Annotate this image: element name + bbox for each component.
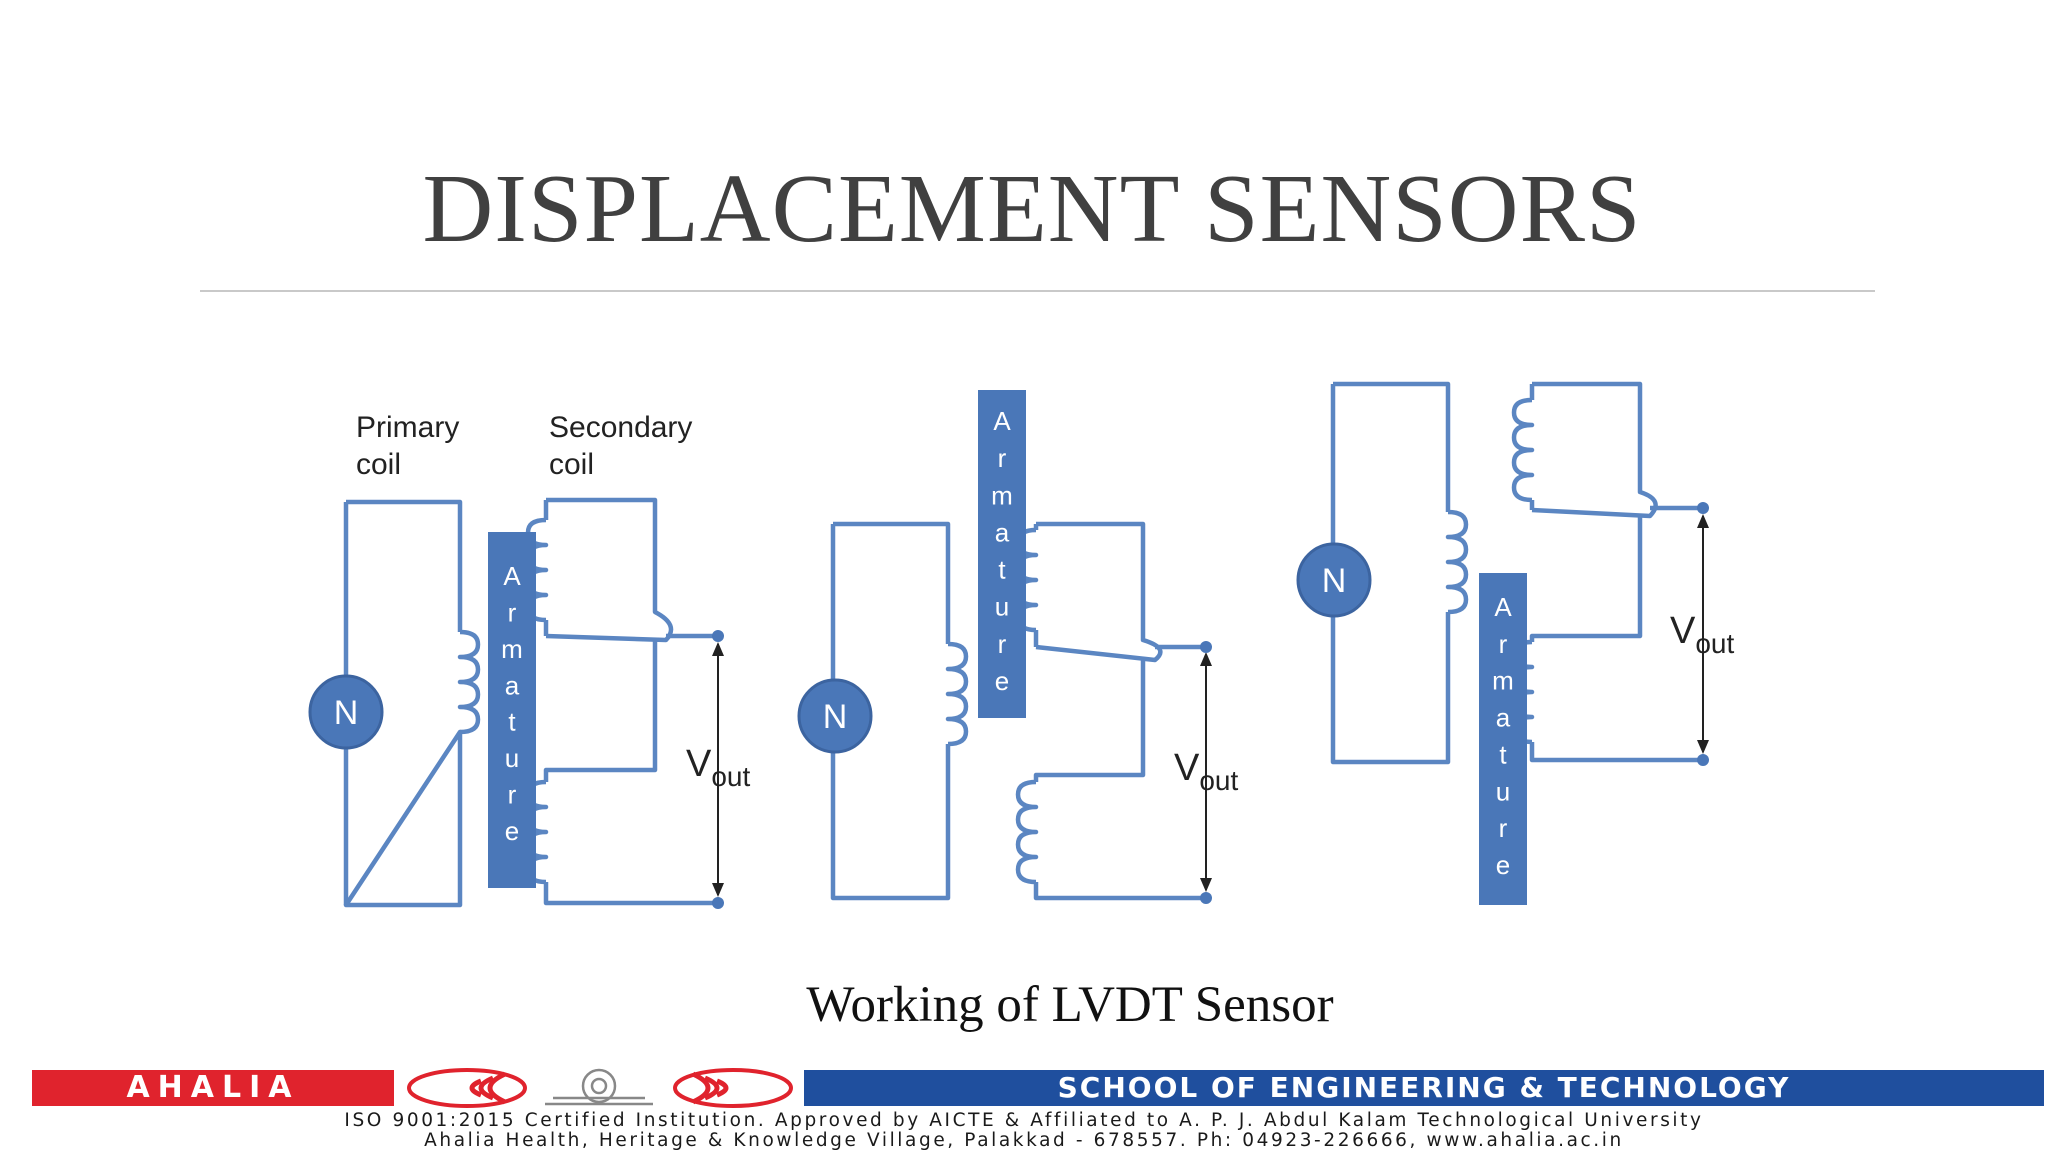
vout-label-2: V: [1174, 747, 1200, 789]
armature-letter: t: [508, 707, 516, 737]
footer-brand: AHALIA: [32, 1070, 394, 1106]
armature-letter: e: [995, 666, 1009, 696]
institution-logo-icon: [395, 1068, 793, 1108]
armature-letter: u: [995, 592, 1009, 622]
secondary-coil-label-1: Secondary: [549, 411, 692, 444]
armature-letter: t: [998, 555, 1006, 585]
slide-title: DISPLACEMENT SENSORS: [422, 155, 1642, 263]
armature-letter: a: [995, 517, 1010, 547]
armature-letter: m: [1492, 666, 1514, 696]
secondary-coil-label-2: coil: [549, 448, 594, 481]
ac-source-3: [1296, 542, 1372, 618]
source-label-1: N: [334, 694, 359, 732]
vout-label-1: V: [686, 743, 712, 785]
armature-letter: r: [998, 443, 1007, 473]
vout-sub-3: out: [1695, 628, 1734, 659]
ac-source-2: [797, 678, 873, 754]
lvdt-centered: [343, 497, 719, 908]
source-label-3: N: [1322, 562, 1347, 600]
figure-caption: Working of LVDT Sensor: [806, 977, 1334, 1033]
armature-letter: m: [501, 634, 523, 664]
footer-address: Ahalia Health, Heritage & Knowledge Vill…: [424, 1130, 1624, 1151]
primary-coil-label-1: Primary: [356, 411, 459, 444]
armature-letter: A: [993, 406, 1011, 436]
footer-school-name: SCHOOL OF ENGINEERING & TECHNOLOGY: [804, 1070, 2044, 1106]
source-label-2: N: [823, 698, 848, 736]
armature-3: [1479, 573, 1527, 905]
armature-1: [488, 532, 536, 888]
armature-letter: u: [1496, 776, 1510, 806]
armature-letter: r: [508, 597, 517, 627]
footer-banner: AHALIA SCHOOL OF ENGINEERING & TECHNOLOG…: [0, 1066, 2048, 1152]
footer-accreditation: ISO 9001:2015 Certified Institution. App…: [344, 1110, 1704, 1131]
armature-letter: m: [991, 480, 1013, 510]
armature-letter: A: [503, 561, 521, 591]
armature-letter: e: [1496, 850, 1510, 880]
lvdt-armature-up: [830, 521, 1207, 901]
armature-letter: A: [1494, 592, 1512, 622]
svg-text:Vout: Vout: [1670, 610, 1735, 659]
armature-letter: r: [998, 629, 1007, 659]
armature-letter: e: [505, 816, 519, 846]
armature-2: [978, 390, 1026, 718]
vout-sub-2: out: [1199, 765, 1238, 796]
armature-letter: t: [1499, 739, 1507, 769]
svg-text:Vout: Vout: [686, 743, 751, 792]
primary-coil-label-2: coil: [356, 448, 401, 481]
armature-letter: a: [1496, 703, 1511, 733]
armature-letter: u: [505, 743, 519, 773]
svg-text:Vout: Vout: [1174, 747, 1239, 796]
ac-source-1: [308, 674, 384, 750]
title-divider: [200, 290, 1875, 292]
armature-letter: r: [1499, 813, 1508, 843]
armature-letter: a: [505, 670, 520, 700]
armature-letter: r: [508, 780, 517, 810]
armature-letter: r: [1499, 629, 1508, 659]
vout-label-3: V: [1670, 610, 1696, 652]
vout-sub-1: out: [711, 761, 750, 792]
